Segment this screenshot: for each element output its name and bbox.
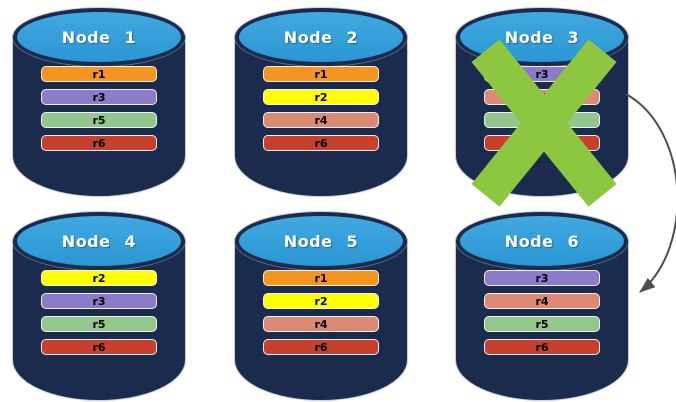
node-4-title: Node 4 [61,231,137,251]
replica-bar: r6 [41,135,157,151]
replica-bar: r2 [263,293,379,309]
replica-bar: r4 [484,293,600,309]
node-6-title: Node 6 [504,231,580,251]
replica-bar: r2 [263,89,379,105]
replica-bar: r3 [484,270,600,286]
replica-bar: r1 [263,66,379,82]
replica-bar: r5 [484,316,600,332]
node-1-title: Node 1 [61,27,137,47]
replica-bar: r2 [41,270,157,286]
replica-bar: r1 [263,270,379,286]
replica-bar: r5 [41,316,157,332]
node-4-cylinder: Node 4 r2 r3 r5 r6 [13,212,185,400]
node-1-cylinder: Node 1 r1 r3 r5 r6 [13,8,185,196]
node-2-cylinder: Node 2 r1 r2 r4 r6 [235,8,407,196]
replica-bar: r4 [263,316,379,332]
node-3-cylinder-top: Node 3 [456,8,628,66]
node-5-replica-list: r1 r2 r4 r6 [235,270,407,355]
node-5-cylinder-top: Node 5 [235,212,407,270]
node-4-replica-list: r2 r3 r5 r6 [13,270,185,355]
replica-bar: r6 [41,339,157,355]
replica-bar: r6 [484,339,600,355]
replica-bar: r3 [484,66,600,82]
node-3-replica-list: r3 r4 r5 r6 [456,66,628,151]
replica-bar: r4 [263,112,379,128]
replica-bar: r6 [263,339,379,355]
node-1-cylinder-top: Node 1 [13,8,185,66]
node-6-cylinder: Node 6 r3 r4 r5 r6 [456,212,628,400]
node-1-replica-list: r1 r3 r5 r6 [13,66,185,151]
node-3-cylinder: Node 3 r3 r4 r5 r6 [456,8,628,207]
node-3-title: Node 3 [504,27,580,47]
node-2-replica-list: r1 r2 r4 r6 [235,66,407,151]
replica-bar: r4 [484,89,600,105]
replica-bar: r5 [41,112,157,128]
replica-bar: r1 [41,66,157,82]
replica-bar: r3 [41,89,157,105]
node-2-cylinder-top: Node 2 [235,8,407,66]
replica-bar: r6 [484,135,600,151]
node-6-cylinder-top: Node 6 [456,212,628,270]
node-6-replica-list: r3 r4 r5 r6 [456,270,628,355]
node-4-cylinder-top: Node 4 [13,212,185,270]
replica-bar: r3 [41,293,157,309]
arrow-path [625,93,676,293]
replica-bar: r6 [263,135,379,151]
replica-bar: r5 [484,112,600,128]
node-5-cylinder: Node 5 r1 r2 r4 r6 [235,212,407,400]
node-5-title: Node 5 [283,231,359,251]
node-2-title: Node 2 [283,27,359,47]
